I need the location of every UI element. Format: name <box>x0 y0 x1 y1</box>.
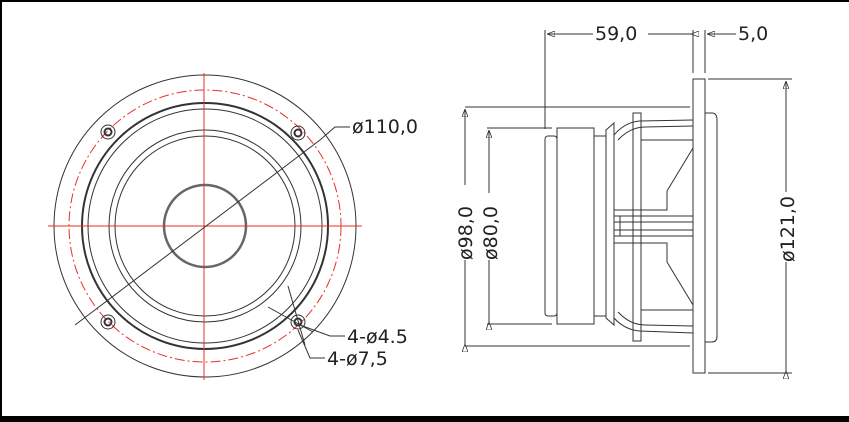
back-plate <box>544 135 558 317</box>
side-view: 59,0 5,0 ø98,0 ø80,0 ø121,0 <box>455 23 799 373</box>
flange-thickness-label: 5,0 <box>738 23 768 45</box>
front-view: ø110,0 4-ø4.5 4-ø7,5 <box>48 73 418 380</box>
basket-ring <box>605 121 615 327</box>
hole-leader <box>299 324 345 337</box>
magnet <box>556 127 595 325</box>
magnet-diameter-label: ø98,0 <box>455 206 477 260</box>
depth-label: 59,0 <box>595 23 637 45</box>
mounting-circle-label: ø110,0 <box>352 116 418 138</box>
hole-dim-line-2 <box>267 306 314 333</box>
counterbore-leader <box>297 329 325 359</box>
back-plate-diameter-label: ø80,0 <box>480 206 502 260</box>
outer-diameter-label: ø121,0 <box>777 196 799 262</box>
cone-profile <box>614 139 694 311</box>
hole-dim-line <box>287 285 306 346</box>
basket-arms-inner <box>617 125 694 327</box>
top-plate <box>593 135 607 317</box>
diameter-leader <box>74 126 350 326</box>
counterbore-label: 4-ø7,5 <box>327 348 388 370</box>
flange <box>692 78 706 374</box>
mounting-holes <box>100 124 306 330</box>
voice-coil <box>614 215 693 237</box>
hole-label: 4-ø4.5 <box>347 326 408 348</box>
basket-rib <box>632 112 642 342</box>
basket-arms <box>613 119 694 334</box>
front-surround <box>705 112 718 343</box>
